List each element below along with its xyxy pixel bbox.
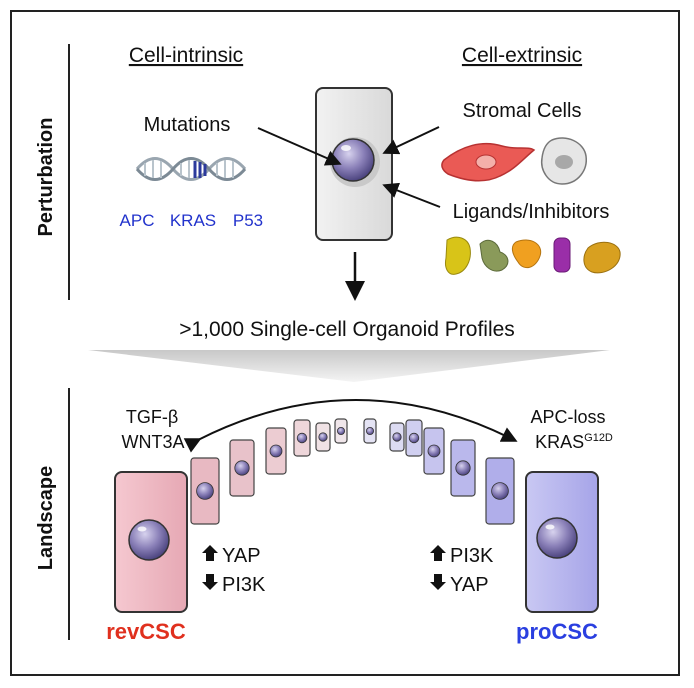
right-up-marker: PI3K xyxy=(430,545,494,567)
cell-intrinsic-heading: Cell-intrinsic xyxy=(129,44,243,67)
right-condition-line2: KRASG12D xyxy=(535,432,613,452)
revcsc-label: revCSC xyxy=(106,619,186,644)
revcsc-cell xyxy=(114,471,188,613)
procsc-cell xyxy=(525,471,599,613)
right-condition-line1: APC-loss xyxy=(530,407,605,427)
landscape-label: Landscape xyxy=(35,466,57,570)
procsc-label: proCSC xyxy=(516,619,598,644)
funnel-band xyxy=(88,350,610,382)
gene-kras: KRAS xyxy=(170,211,216,230)
svg-text:PI3K: PI3K xyxy=(222,574,266,596)
dna-icon xyxy=(135,157,247,181)
left-down-marker: PI3K xyxy=(202,574,266,596)
perturbation-label: Perturbation xyxy=(35,118,57,237)
stromal-cells-label: Stromal Cells xyxy=(463,100,582,122)
left-condition-line2: WNT3A xyxy=(122,432,185,452)
intermediate-cell xyxy=(229,439,255,497)
intermediate-cell xyxy=(293,419,311,457)
fibroblast-icon xyxy=(441,142,536,182)
ligand-molecules-icon xyxy=(445,236,621,275)
intermediate-cell xyxy=(423,427,445,475)
intermediate-cell xyxy=(315,422,331,452)
intermediate-cell xyxy=(485,457,515,525)
intermediate-cell xyxy=(450,439,476,497)
intermediate-cell xyxy=(363,418,377,444)
left-condition-line1: TGF-β xyxy=(126,407,178,427)
intermediate-cell xyxy=(389,422,405,452)
svg-text:YAP: YAP xyxy=(450,574,489,596)
double-arrow xyxy=(183,399,518,453)
intermediate-cell xyxy=(190,457,220,525)
stromal-arrow xyxy=(382,126,440,155)
ligands-arrow xyxy=(382,182,441,208)
gene-p53: P53 xyxy=(233,211,263,230)
central-cell xyxy=(315,87,393,241)
cell-extrinsic-heading: Cell-extrinsic xyxy=(462,44,582,67)
svg-text:YAP: YAP xyxy=(222,545,261,567)
mutations-arrow xyxy=(257,127,342,166)
macrophage-icon xyxy=(540,137,587,185)
intermediate-cell xyxy=(405,419,423,457)
intermediate-cell xyxy=(265,427,287,475)
ligands-inhibitors-label: Ligands/Inhibitors xyxy=(453,201,610,223)
intermediate-cell xyxy=(334,418,348,444)
gene-apc: APC xyxy=(120,211,155,230)
mutations-label: Mutations xyxy=(144,114,231,136)
cell-arch xyxy=(190,418,515,525)
profiles-label: >1,000 Single-cell Organoid Profiles xyxy=(179,318,515,341)
right-down-marker: YAP xyxy=(430,574,489,596)
svg-text:PI3K: PI3K xyxy=(450,545,494,567)
left-up-marker: YAP xyxy=(202,545,261,567)
